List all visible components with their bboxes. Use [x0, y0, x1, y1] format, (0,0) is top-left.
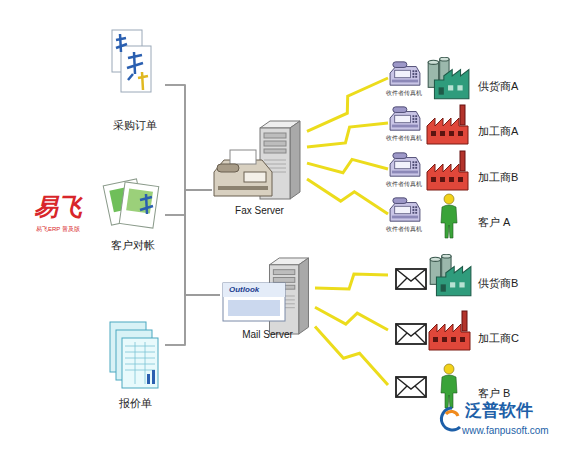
purchase-order-icon [112, 30, 151, 92]
server-box: Fax Server [212, 118, 307, 220]
envelope-icon [396, 377, 426, 397]
node-label: 客户对帐 [100, 238, 165, 252]
node-label: 供货商B [478, 276, 518, 290]
node-label: 客户 B [478, 386, 510, 400]
factory-icon [428, 57, 469, 99]
lightning-connector [315, 307, 388, 330]
envelope-icon [396, 324, 426, 344]
envelope-icon [396, 269, 426, 289]
bracket-connector [165, 190, 212, 215]
logo-text: 易飞 [34, 194, 82, 220]
node-label: 采购订单 [105, 118, 165, 132]
device-caption: 收件者传真机 [386, 135, 422, 142]
device-caption: 收件者传真机 [386, 226, 422, 233]
bracket-connector [165, 295, 220, 345]
fax-icon [390, 153, 420, 176]
recipient-box: 加工商C [388, 310, 528, 350]
watermark: www.fanpusoft.com [462, 425, 549, 436]
bracket-connector [165, 215, 220, 295]
connector-layer [165, 78, 388, 385]
node-label: 加工商A [478, 124, 518, 138]
recipient-box: 供货商B [388, 255, 528, 295]
outlook-box [223, 283, 285, 321]
factory-icon [427, 105, 468, 144]
node-label: 供货商A [478, 79, 518, 93]
lightning-connector [307, 179, 388, 214]
watermark-mark [441, 408, 460, 430]
person-icon [441, 194, 457, 238]
fax-machine [214, 150, 272, 196]
watermark: 泛普软件 [465, 402, 533, 421]
statement-icon [103, 179, 159, 228]
factory-icon [430, 254, 471, 296]
fax-icon [390, 107, 420, 130]
node-label: 加工商B [478, 170, 518, 184]
lightning-connector [307, 123, 388, 147]
document-box: 报价单 [105, 318, 165, 413]
document-box: 客户对帐 [100, 172, 165, 254]
lightning-connector [315, 274, 388, 289]
product-name: Outlook [229, 286, 259, 295]
logo-subtitle: 易飞ERP 普及版 [36, 226, 80, 233]
bracket-connector [165, 85, 212, 190]
server-box: Mail Server [220, 255, 315, 343]
fax-icon [390, 198, 420, 221]
lightning-connector [307, 159, 388, 172]
device-caption: 收件者传真机 [386, 181, 422, 188]
person-icon [441, 364, 457, 408]
node-label: 客户 A [478, 215, 510, 229]
recipient-box: 客户 B [388, 365, 528, 405]
factory-icon [429, 311, 470, 350]
quotation-icon [110, 322, 158, 388]
document-box: 采购订单 [105, 28, 165, 133]
device-caption: 收件者传真机 [386, 90, 422, 97]
lightning-connector [315, 327, 388, 386]
bracket-connector [165, 190, 212, 345]
node-label: Fax Server [212, 204, 307, 218]
node-label: Mail Server [220, 328, 315, 342]
node-label: 加工商C [478, 331, 519, 345]
node-label: 报价单 [105, 396, 165, 410]
factory-icon [427, 151, 468, 190]
fax-icon [390, 62, 420, 85]
